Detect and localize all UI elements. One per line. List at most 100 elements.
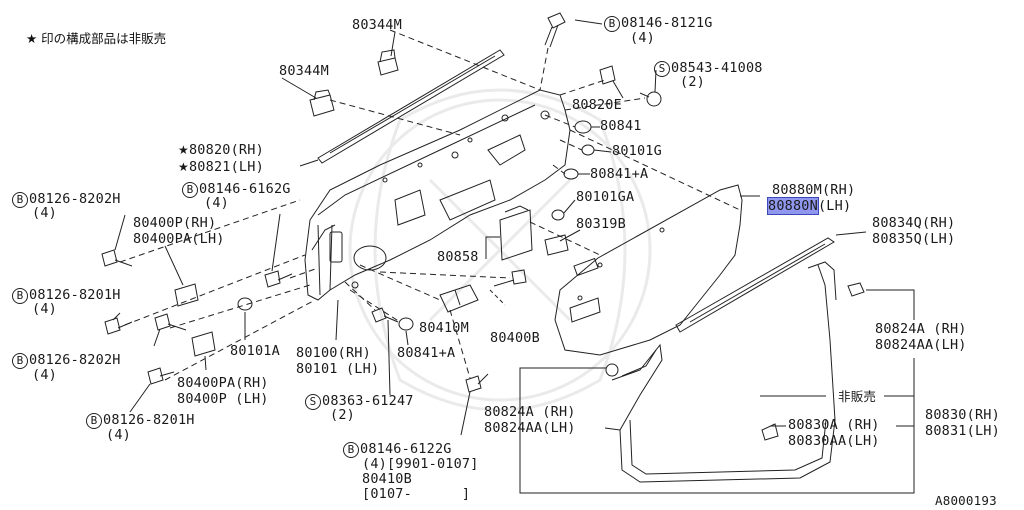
part-label-80824aa-lh-bottom[interactable]: 80824AA(LH) <box>484 420 576 436</box>
clip-80344m-top <box>378 50 398 75</box>
hinge-80410m <box>440 285 478 312</box>
part-label-80820rh[interactable]: ★80820(RH) <box>178 142 264 158</box>
bolt-symbol-icon: B <box>86 413 102 429</box>
part-label-80400p-lh[interactable]: 80400P (LH) <box>177 391 269 407</box>
door-trim-panel <box>555 185 742 355</box>
part-label-80821lh[interactable]: ★80821(LH) <box>178 159 264 175</box>
highlighted-part-80880n[interactable]: 80880N <box>767 197 819 215</box>
clip-80101g <box>582 145 594 155</box>
bolt-symbol-icon: B <box>604 16 620 32</box>
bolt-left-lower <box>105 318 132 334</box>
part-label-80400pa-lh[interactable]: 80400PA(LH) <box>133 231 225 247</box>
star-icon: ★ <box>178 143 189 157</box>
part-label-80830a-rh[interactable]: 80830A (RH) <box>788 417 880 433</box>
bolt-mid-left <box>265 271 292 287</box>
part-label-80841a-lower[interactable]: 80841+A <box>397 345 456 361</box>
bolt-top <box>545 13 565 47</box>
part-label-80410b[interactable]: 80410B <box>362 471 412 487</box>
star-icon: ★ <box>25 31 38 46</box>
bolt-08146-6122g <box>466 374 488 392</box>
part-label-80101g[interactable]: 80101G <box>612 143 662 159</box>
part-label-80824a-rh-bottom[interactable]: 80824A (RH) <box>484 404 576 420</box>
part-label-80858[interactable]: 80858 <box>437 249 479 265</box>
part-label-80824a-rh-right[interactable]: 80824A (RH) <box>875 321 967 337</box>
qty-08146-8121g: (4) <box>630 30 655 46</box>
clip-80344m-left <box>310 90 334 116</box>
bolt-lower-left <box>148 368 174 384</box>
grommet-80841 <box>575 121 591 133</box>
star-icon: ★ <box>178 160 189 174</box>
part-label-80344m-top[interactable]: 80344M <box>352 17 402 33</box>
bolt-80400b <box>494 270 526 286</box>
qty-08126-8202h-a: (4) <box>32 205 57 221</box>
screw-08363 <box>372 308 398 322</box>
part-label-80835q-lh[interactable]: 80835Q(LH) <box>872 231 956 247</box>
qty-08126-8202h-b: (4) <box>32 367 57 383</box>
part-label-80841[interactable]: 80841 <box>600 118 642 134</box>
part-label-80834q-rh[interactable]: 80834Q(RH) <box>872 215 956 231</box>
part-label-80344m-left[interactable]: 80344M <box>279 63 329 79</box>
part-label-80831lh[interactable]: 80831(LH) <box>925 423 1000 439</box>
bolt-symbol-icon: B <box>12 353 28 369</box>
bracket-80400pa-lower <box>192 332 215 356</box>
part-label-80830aa-lh[interactable]: 80830AA(LH) <box>788 433 880 449</box>
part-label-80824aa-lh-right[interactable]: 80824AA(LH) <box>875 337 967 353</box>
part-label-80880m-rh[interactable]: 80880M(RH) <box>772 182 856 198</box>
qty-08126-8201h-a: (4) <box>32 301 57 317</box>
qty-08363-61247: (2) <box>330 407 355 423</box>
watermark-emblem <box>350 90 650 410</box>
part-label-80400pa-rh[interactable]: 80400PA(RH) <box>177 375 269 391</box>
bolt-symbol-icon: B <box>182 182 198 198</box>
legend-note-text: 印の構成部品は非販売 <box>41 31 167 46</box>
qty-08146-6122g: (4)[9901-0107] <box>362 456 479 472</box>
belt-molding <box>676 238 834 332</box>
part-label-80100rh[interactable]: 80100(RH) <box>296 345 371 361</box>
diagram-ref-code: A8000193 <box>935 493 997 508</box>
bolt-mid-lower <box>155 314 186 330</box>
bolt-left-upper <box>102 250 132 266</box>
range-80410b: [0107- ] <box>362 486 471 502</box>
part-label-80400b[interactable]: 80400B <box>490 330 540 346</box>
qty-08126-8201h-b: (4) <box>106 427 131 443</box>
part-label-80880n-lh[interactable]: 80880N(LH) <box>767 197 852 215</box>
part-label-80400p-rh[interactable]: 80400P(RH) <box>133 215 217 231</box>
door-inner-panel <box>305 90 570 300</box>
part-label-80101ga[interactable]: 80101GA <box>576 189 635 205</box>
grommet-lower <box>399 318 413 330</box>
part-label-80101lh[interactable]: 80101 (LH) <box>296 361 380 377</box>
part-label-80101a[interactable]: 80101A <box>230 343 280 359</box>
screw-08543 <box>640 92 661 106</box>
screw-symbol-icon: S <box>305 394 321 410</box>
clip-80101ga <box>552 210 564 220</box>
qty-08146-6162g: (4) <box>204 195 229 211</box>
door-weatherstrip <box>606 262 864 482</box>
screw-symbol-icon: S <box>654 61 670 77</box>
part-label-80820e[interactable]: 80820E <box>572 97 622 113</box>
legend-note: ★ 印の構成部品は非販売 <box>18 13 166 47</box>
bolt-symbol-icon: B <box>12 192 28 208</box>
not-for-sale-label: 非販売 <box>838 389 877 404</box>
bracket-80400p-upper <box>175 284 198 306</box>
grommet-80841a <box>564 169 578 179</box>
part-label-80319b[interactable]: 80319B <box>576 216 626 232</box>
part-label-80410m[interactable]: 80410M <box>419 320 469 336</box>
bolt-symbol-icon: B <box>343 442 359 458</box>
qty-08543-41008: (2) <box>680 74 705 90</box>
window-weatherstrip <box>318 50 504 163</box>
part-label-80830rh[interactable]: 80830(RH) <box>925 407 1000 423</box>
clip-80820e <box>600 66 615 84</box>
door-module-80858 <box>500 206 568 260</box>
callout-lines <box>113 20 914 493</box>
bolt-symbol-icon: B <box>12 288 28 304</box>
part-label-80841a-upper[interactable]: 80841+A <box>590 166 649 182</box>
